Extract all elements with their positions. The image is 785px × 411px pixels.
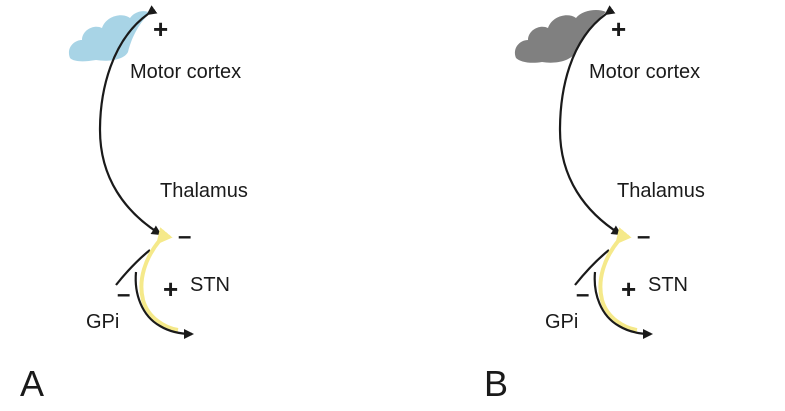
gpi-sign: – [117, 281, 130, 308]
panel-letter: A [20, 363, 44, 404]
stn-sign: + [163, 274, 178, 304]
thalamus-sign: – [637, 223, 650, 250]
motor-cortex-shape [514, 10, 606, 63]
cortex-sign: + [611, 14, 626, 44]
motor-cortex-shape [68, 11, 150, 62]
gpi-pathway [574, 249, 610, 286]
thalamus-label: Thalamus [617, 180, 705, 202]
stn-output-arrow [593, 271, 653, 339]
panel-letter: B [484, 363, 508, 404]
stn-output-arrow [134, 271, 194, 339]
gpi-pathway [115, 249, 151, 286]
gpi-sign: – [576, 281, 589, 308]
motor-cortex-label: Motor cortex [589, 61, 700, 83]
stn-pathway [598, 227, 638, 332]
gpi-label: GPi [86, 311, 119, 333]
cortex-sign: + [153, 14, 168, 44]
stn-pathway [139, 227, 179, 332]
stn-sign: + [621, 274, 636, 304]
panel-a: + Motor cortex Thalamus – + STN – GPi A [20, 5, 248, 404]
stn-label: STN [190, 274, 230, 296]
stn-label: STN [648, 274, 688, 296]
cortex-thalamus-pathway [558, 5, 622, 236]
gpi-label: GPi [545, 311, 578, 333]
panel-b: + Motor cortex Thalamus – + STN – GPi B [484, 5, 705, 404]
thalamus-sign: – [178, 223, 191, 250]
cortex-thalamus-pathway [98, 5, 162, 236]
thalamus-label: Thalamus [160, 180, 248, 202]
motor-cortex-label: Motor cortex [130, 61, 241, 83]
